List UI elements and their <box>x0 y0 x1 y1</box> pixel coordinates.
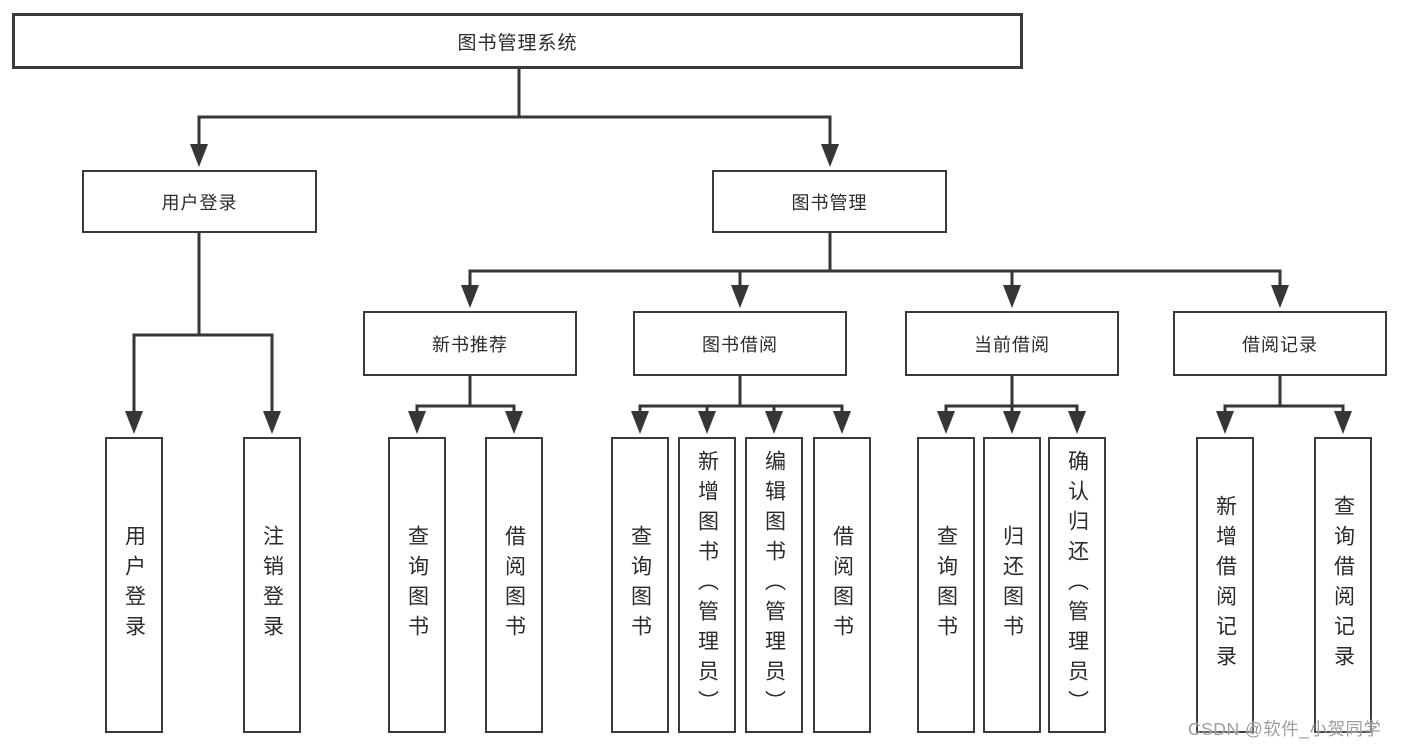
csdn-watermark: CSDN @软件_小贺同学 <box>1188 719 1382 739</box>
node-label: 新增图书（管理员） <box>695 450 719 720</box>
node-label: 注销登录 <box>260 525 284 645</box>
node-current-borrowing: 当前借阅 <box>905 311 1119 376</box>
leaf-query-books-current: 查询图书 <box>917 437 975 733</box>
leaf-return-books: 归还图书 <box>983 437 1041 733</box>
node-label: 图书管理 <box>791 192 868 213</box>
node-label: 查询图书 <box>405 525 429 645</box>
node-label: 当前借阅 <box>974 334 1050 355</box>
node-label: 查询图书 <box>628 525 652 645</box>
node-label: 用户登录 <box>122 525 146 645</box>
leaf-edit-books-admin: 编辑图书（管理员） <box>745 437 803 733</box>
leaf-logout: 注销登录 <box>243 437 301 733</box>
node-new-book-recommend: 新书推荐 <box>363 311 577 376</box>
leaf-query-books-borrowing: 查询图书 <box>611 437 669 733</box>
leaf-add-books-admin: 新增图书（管理员） <box>678 437 736 733</box>
node-label: 新书推荐 <box>432 334 508 355</box>
node-borrowing-records: 借阅记录 <box>1173 311 1387 376</box>
node-label: 借阅图书 <box>830 525 854 645</box>
node-label: 查询图书 <box>934 525 958 645</box>
node-label: 归还图书 <box>1000 525 1024 645</box>
node-label: 确认归还（管理员） <box>1065 450 1089 720</box>
node-label: 借阅图书 <box>502 525 526 645</box>
leaf-query-books-recommend: 查询图书 <box>388 437 446 733</box>
node-label: 借阅记录 <box>1242 334 1318 355</box>
node-label: 图书借阅 <box>702 334 778 355</box>
node-book-management-group: 图书管理 <box>712 170 947 233</box>
leaf-user-login: 用户登录 <box>105 437 163 733</box>
node-user-login-group: 用户登录 <box>82 170 317 233</box>
node-label: 查询借阅记录 <box>1331 495 1355 675</box>
leaf-confirm-return-admin: 确认归还（管理员） <box>1048 437 1106 733</box>
leaf-add-borrow-record: 新增借阅记录 <box>1196 437 1254 733</box>
arrowheads <box>125 144 1352 434</box>
leaf-query-borrow-record: 查询借阅记录 <box>1314 437 1372 733</box>
leaf-borrow-books: 借阅图书 <box>813 437 871 733</box>
leaf-borrow-books-recommend: 借阅图书 <box>485 437 543 733</box>
node-label: 用户登录 <box>161 192 238 213</box>
node-label: 图书管理系统 <box>457 32 578 54</box>
node-label: 新增借阅记录 <box>1213 495 1237 675</box>
node-book-borrowing: 图书借阅 <box>633 311 847 376</box>
node-label: 编辑图书（管理员） <box>762 450 786 720</box>
node-root-library-system: 图书管理系统 <box>12 13 1023 69</box>
